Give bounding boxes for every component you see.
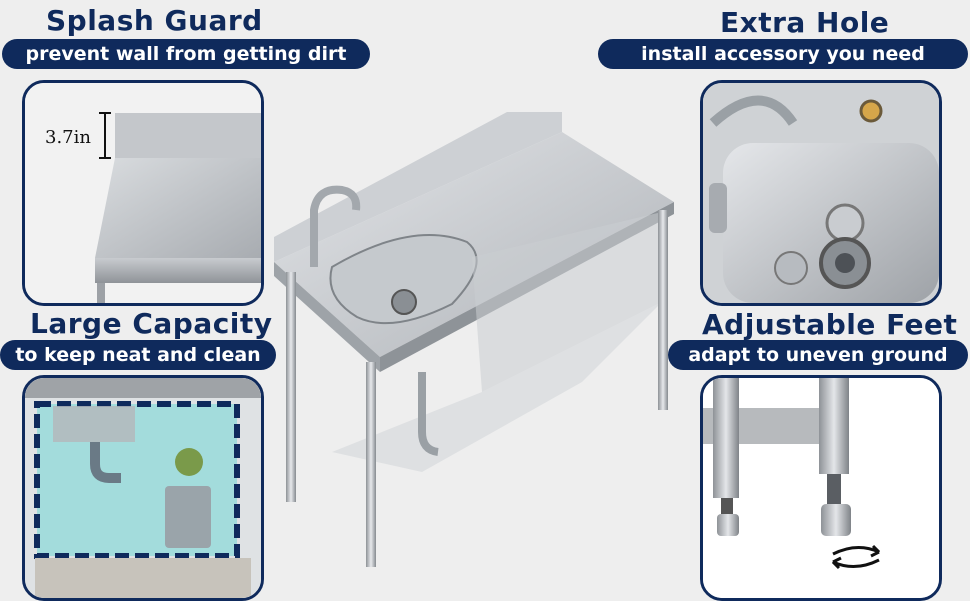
extra-hole-illustration <box>703 83 939 303</box>
large-capacity-title: Large Capacity <box>30 307 273 340</box>
sink-basin <box>329 233 478 325</box>
extra-hole-card <box>700 80 942 306</box>
drain <box>391 289 417 315</box>
large-capacity-card <box>22 375 264 601</box>
leg-back-right <box>658 210 668 410</box>
adjustable-feet-illustration <box>703 378 939 598</box>
large-capacity-illustration <box>25 378 261 598</box>
splash-guard-title: Splash Guard <box>46 4 263 37</box>
splash-guard-height-label: 3.7in <box>45 127 91 148</box>
adjustable-feet-title: Adjustable Feet <box>702 308 958 341</box>
adjustable-feet-subtitle: adapt to uneven ground <box>668 340 968 370</box>
extra-hole-title: Extra Hole <box>720 6 890 39</box>
splash-guard-panel <box>274 112 562 262</box>
middle-shelf <box>472 212 662 392</box>
leg-front-right <box>366 362 376 567</box>
leg-front-left <box>286 272 296 502</box>
faucet <box>310 185 361 267</box>
bottom-grate-shelf <box>332 302 662 472</box>
splash-guard-card: 3.7in <box>22 80 264 306</box>
drain-pipe <box>418 372 439 456</box>
adjustable-feet-card <box>700 375 942 601</box>
extra-hole-subtitle: install accessory you need <box>598 39 968 69</box>
large-capacity-subtitle: to keep neat and clean <box>0 340 276 370</box>
sink-table-illustration <box>274 112 674 567</box>
splash-guard-illustration <box>25 83 261 303</box>
splash-guard-subtitle: prevent wall from getting dirt <box>2 39 370 69</box>
